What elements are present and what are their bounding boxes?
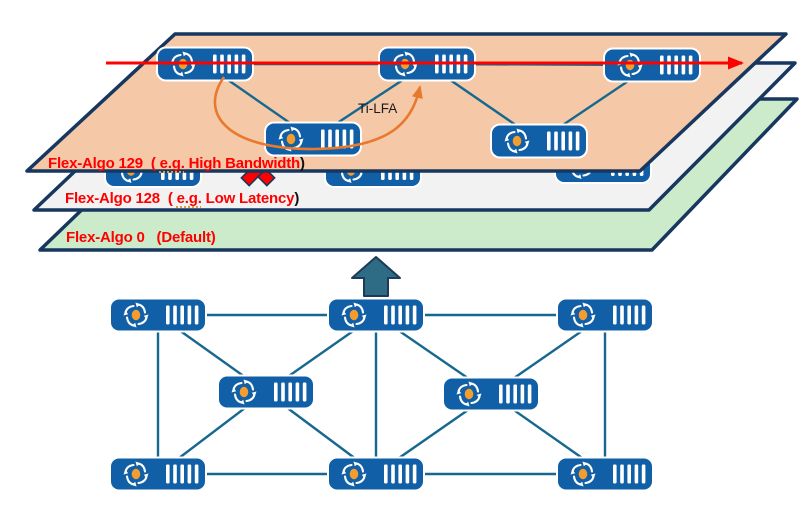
- up-arrow: [351, 256, 401, 297]
- label-segment: e.g.: [176, 190, 202, 207]
- flex-algo-128-label: Flex-Algo 128 ( e.g. Low Latency): [65, 190, 299, 207]
- label-segment: Flex-Algo 129 (: [48, 155, 160, 172]
- label-segment: ): [294, 190, 300, 207]
- flex-algo-0-label: Flex-Algo 0 (Default): [66, 229, 216, 246]
- ti-lfa-backup-arc: [213, 76, 423, 151]
- router-node-underlay: [555, 297, 655, 333]
- label-segment: Flex-Algo 0 (Default): [66, 229, 216, 246]
- router-node-underlay: [108, 456, 208, 492]
- ti-lfa-annotation: Ti-LFA: [358, 101, 398, 116]
- router-node-flex129: [489, 123, 589, 159]
- router-node-flex129: [263, 121, 363, 157]
- router-node-underlay: [326, 297, 426, 333]
- router-node-underlay: [326, 456, 426, 492]
- router-node-underlay: [216, 374, 316, 410]
- label-segment: Flex-Algo 128 (: [65, 190, 177, 207]
- label-segment: High Bandwidth: [184, 155, 301, 172]
- router-node-underlay: [441, 376, 541, 412]
- router-node-flex129: [602, 47, 702, 83]
- flex-algo-129-label: Flex-Algo 129 ( e.g. High Bandwidth): [48, 155, 305, 172]
- label-segment: Low Latency: [201, 190, 295, 207]
- label-segment: ): [300, 155, 305, 172]
- label-segment: e.g.: [159, 155, 185, 172]
- router-node-underlay: [108, 297, 208, 333]
- router-node-underlay: [555, 456, 655, 492]
